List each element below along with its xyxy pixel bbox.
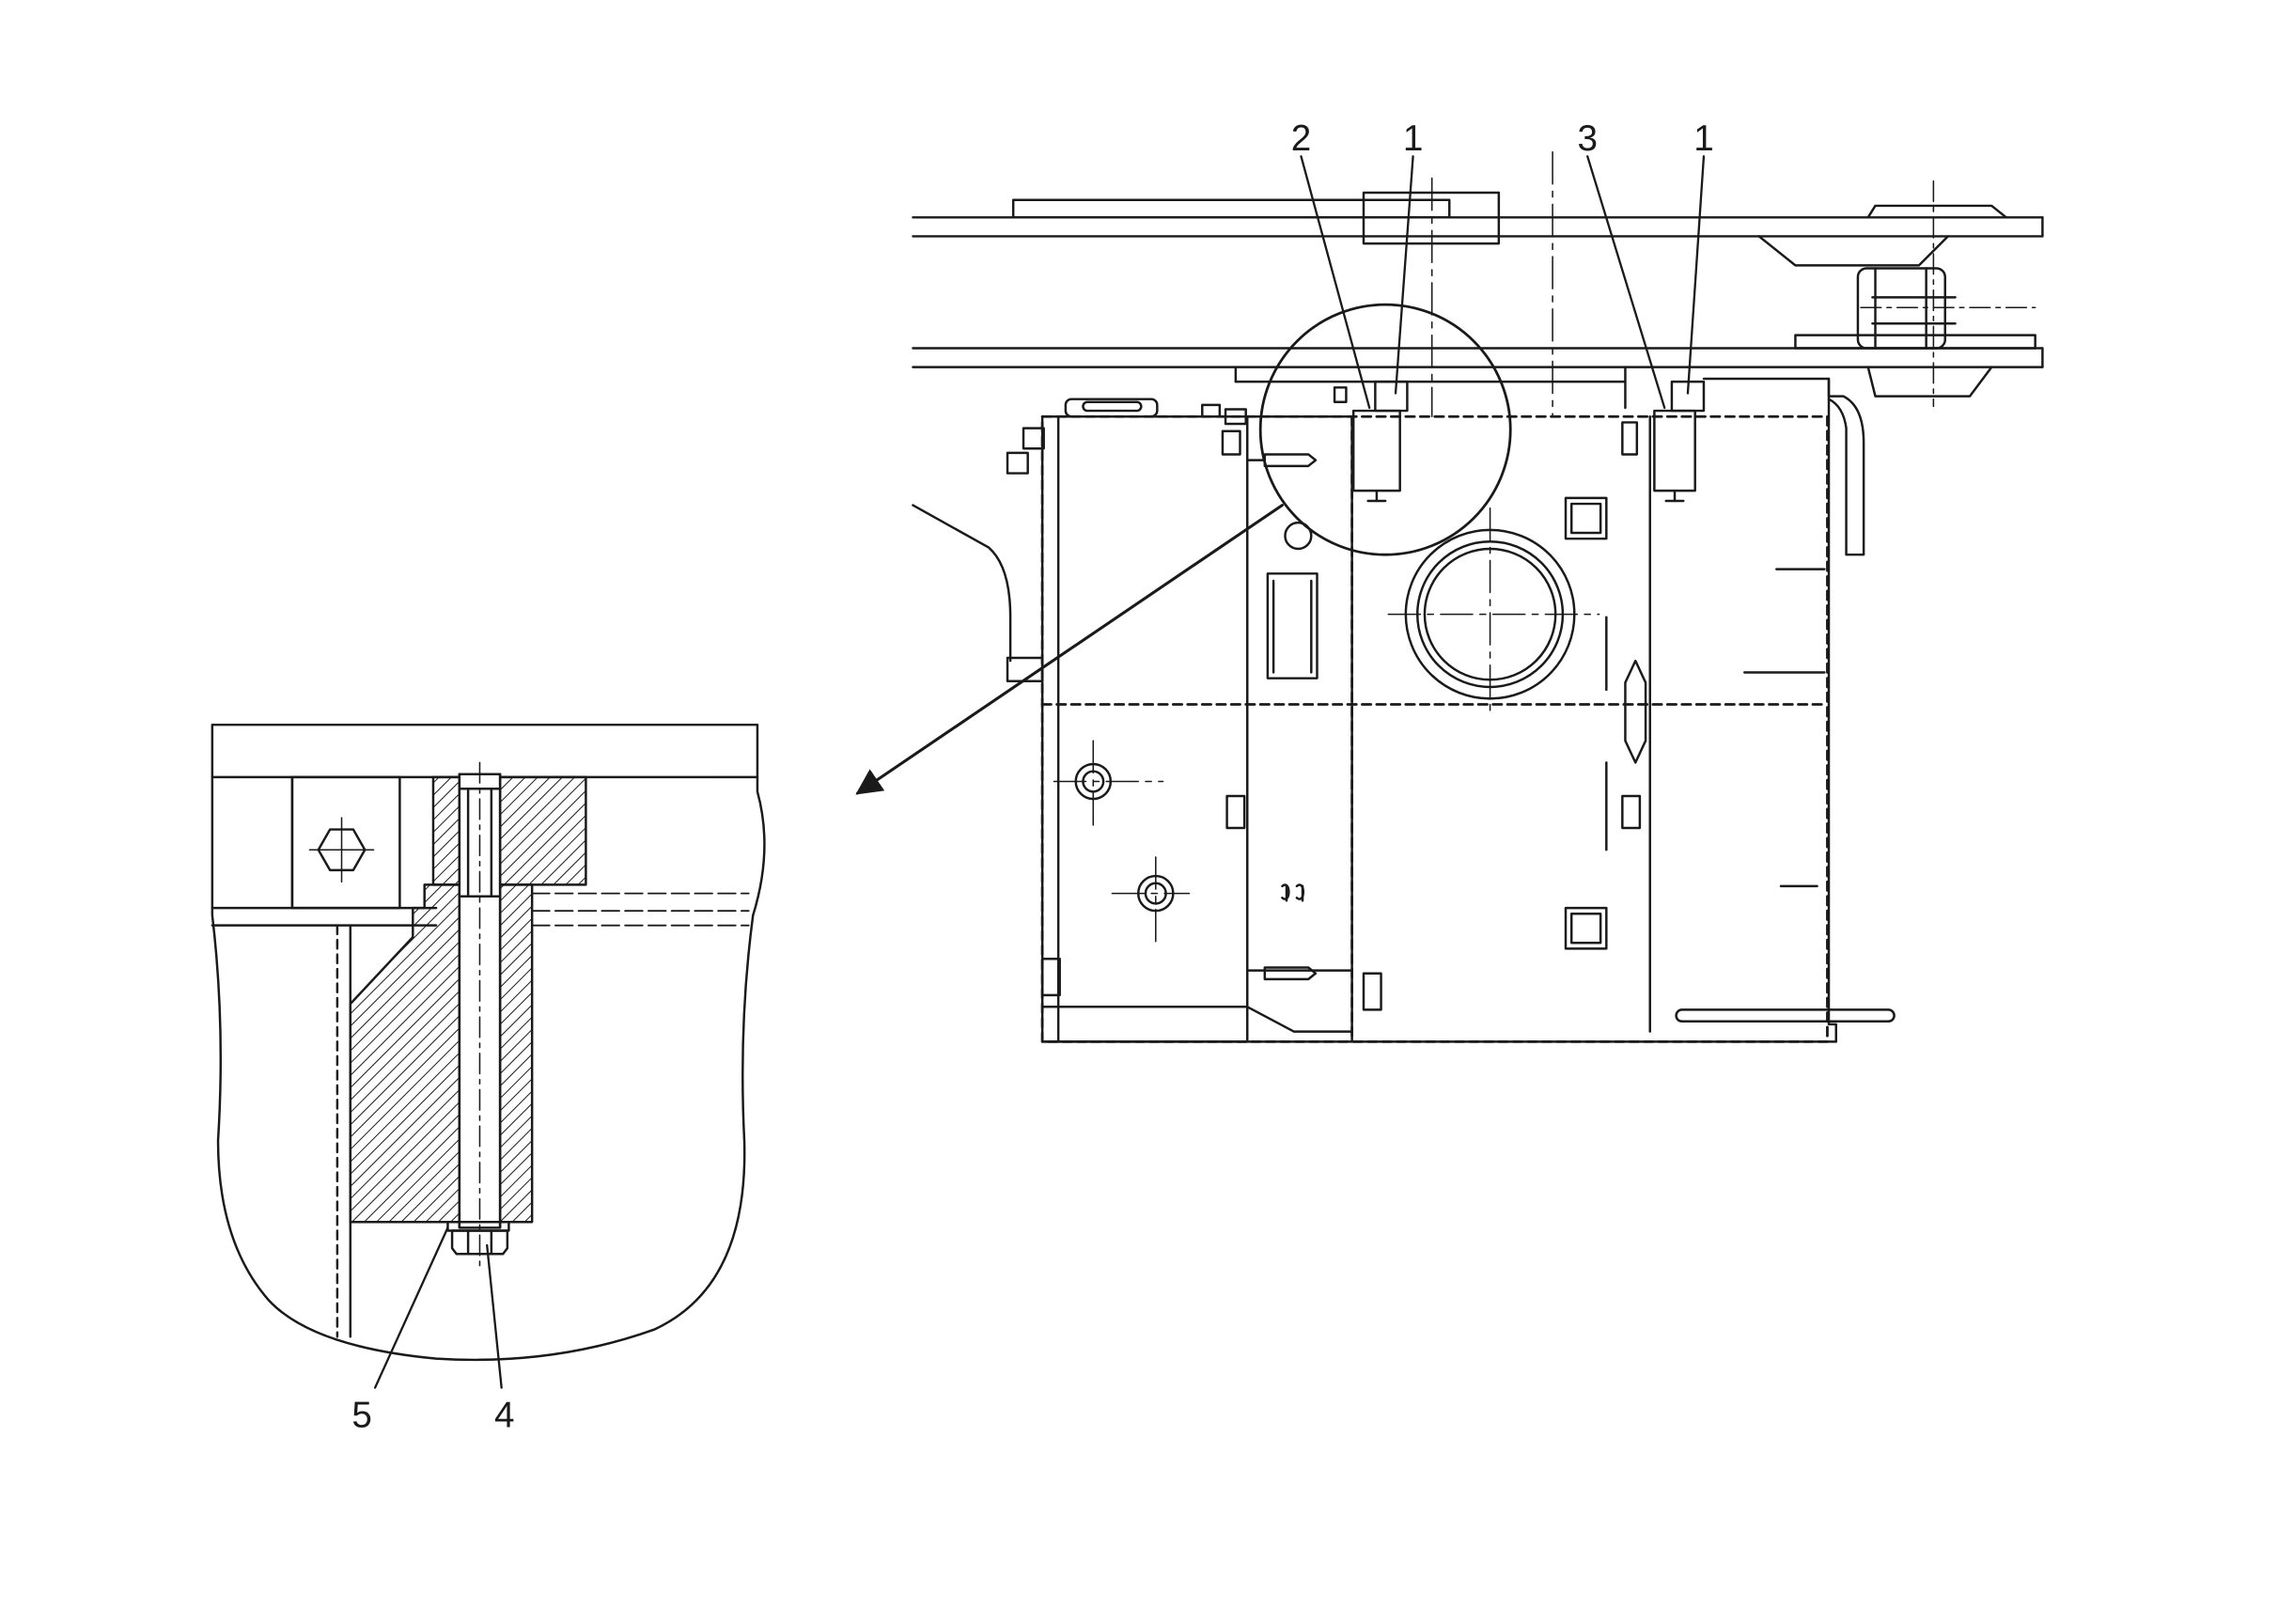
callout-3: 3 [1577, 118, 1597, 159]
hidden-edges [1040, 414, 1829, 1043]
callout-4: 4 [494, 1395, 515, 1435]
callout-1-left: 1 [1403, 118, 1424, 159]
enlarged-detail-view [211, 723, 766, 1389]
center-lines [1053, 150, 1600, 945]
detail-outline [211, 723, 766, 1362]
mounting-stud-left [1333, 380, 1409, 503]
upper-frame-rail [912, 191, 2044, 267]
access-port [1404, 528, 1576, 700]
left-plate [1006, 398, 1353, 1043]
left-frame-curve [912, 504, 1012, 663]
side-bracket [1827, 377, 1865, 556]
main-assembly-view [912, 150, 2044, 1043]
inspection-plates [1564, 496, 1608, 950]
callout-1-right: 1 [1693, 118, 1713, 159]
lower-frame-rail [912, 334, 2044, 410]
bolt-head [450, 1229, 509, 1256]
detail-circle [1258, 303, 1512, 556]
detail-arrow [855, 504, 1284, 795]
callout-leaders-main [1300, 155, 1706, 410]
mounting-body-hatched [349, 883, 534, 1224]
rear-panel [1040, 377, 1896, 1043]
callout-2: 2 [1291, 118, 1312, 159]
clamp-block-hatched [431, 775, 587, 886]
bolt-heads [1074, 521, 1313, 913]
callout-5: 5 [351, 1395, 372, 1435]
wheel-hub [1856, 180, 2036, 408]
